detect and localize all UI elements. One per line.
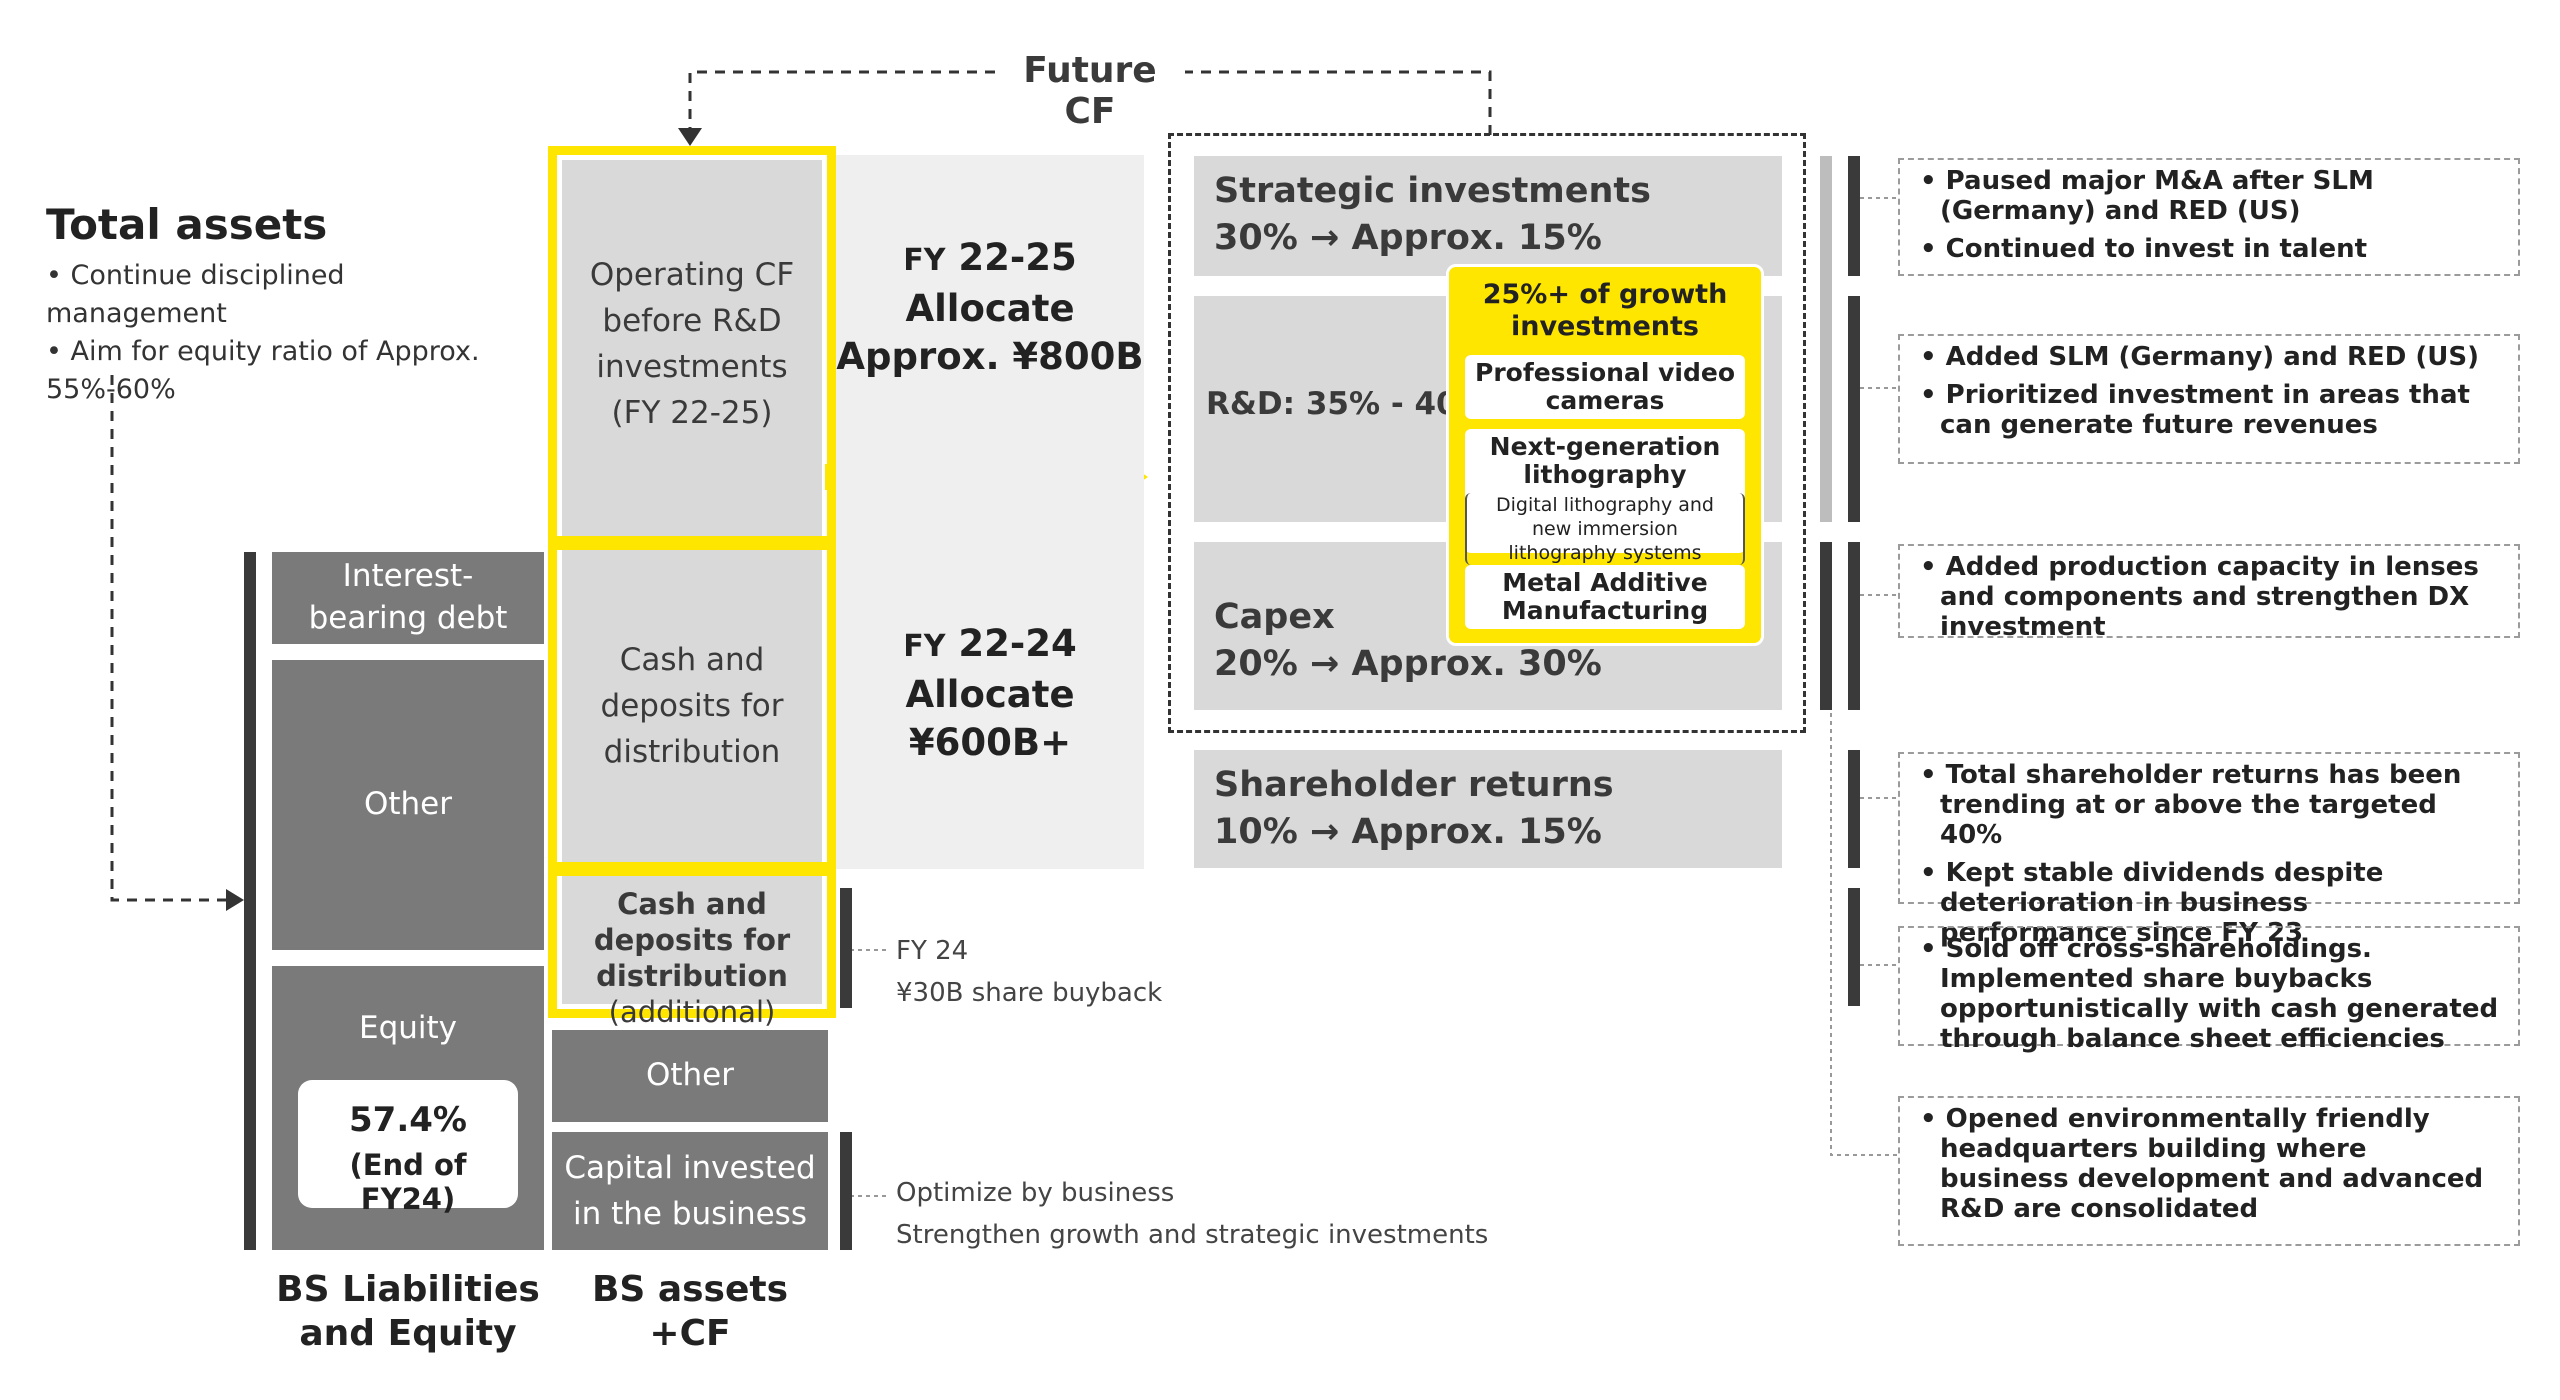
liabilities-other: Other	[272, 660, 544, 950]
note-capex: • Added production capacity in lenses an…	[1898, 544, 2520, 642]
yellow-divider	[548, 536, 836, 550]
capex-bar-2	[1848, 542, 1860, 710]
total-assets-title: Total assets	[46, 200, 328, 249]
growth-dashed-frame	[1168, 133, 1806, 733]
equity-label: Equity	[358, 1010, 458, 1046]
shareholder-bar-1	[1848, 750, 1860, 868]
rd-label: R&D: 35% - 40%	[1206, 386, 1489, 422]
total-assets-bullet: • Aim for equity ratio of Approx. 55%-60…	[46, 336, 480, 405]
note-strategic: • Paused major M&A after SLM (Germany) a…	[1898, 158, 2520, 276]
note-rd: • Added SLM (Germany) and RED (US) • Pri…	[1898, 334, 2520, 464]
growth-item-video-cameras: Professional video cameras	[1465, 355, 1745, 419]
liabilities-bar	[244, 552, 256, 1250]
total-assets-bullet: • Continue disciplined management	[46, 260, 345, 329]
bs-assets-yellow-frame	[548, 146, 836, 1018]
strategic-investments-box: Strategic investments 30% → Approx. 15%	[1194, 156, 1782, 276]
operating-cf-text: Operating CF before R&D investments	[589, 257, 795, 385]
allocation-fy-22-24: FY 22-24 Allocate ¥600B+	[903, 622, 1077, 764]
cash-additional-text: Cash and deposits for distribution	[593, 887, 791, 993]
growth-item-lithography: Next-generation lithography Digital lith…	[1465, 429, 1745, 565]
cash-additional-note: (additional)	[608, 995, 776, 1029]
cash-additional-box: Cash and deposits for distribution (addi…	[562, 876, 822, 1029]
shareholder-returns-box: Shareholder returns 10% → Approx. 15%	[1194, 750, 1782, 868]
operating-cf-box: Operating CF before R&D investments (FY …	[562, 160, 822, 536]
strategic-bar-1	[1848, 156, 1860, 276]
total-assets-block: Total assets • Continue disciplined mana…	[46, 200, 526, 409]
bs-assets-label: BS assets +CF	[591, 1269, 789, 1354]
allocation-fy-22-25: FY 22-25 Allocate Approx. ¥800B	[836, 236, 1144, 378]
capex-bar-1	[1820, 542, 1832, 710]
interest-bearing-debt: Interest-bearing debt	[272, 552, 544, 644]
bs-liabilities-label: BS Liabilities and Equity	[276, 1269, 540, 1354]
strategic-bar-2	[1848, 296, 1860, 522]
growth-item-lithography-sub: Digital lithography and new immersion li…	[1465, 493, 1745, 565]
growth-item-metal-am: Metal Additive Manufacturing	[1465, 565, 1745, 629]
equity-block: Equity 57.4% (End of FY24)	[272, 966, 544, 1250]
buyback-bar	[840, 888, 852, 1008]
cash-distribution-box: Cash and deposits for distribution	[562, 550, 822, 862]
capital-note: Optimize by business Strengthen growth a…	[896, 1178, 1489, 1250]
growth-title: 25%+ of growth investments	[1482, 279, 1728, 342]
assets-other: Other	[552, 1030, 828, 1122]
note-buyback: • Sold off cross-shareholdings. Implemen…	[1898, 926, 2520, 1054]
equity-ratio-box: 57.4% (End of FY24)	[298, 1080, 518, 1216]
capital-note-bar	[840, 1132, 852, 1250]
note-headquarters: • Opened environmentally friendly headqu…	[1898, 1096, 2520, 1246]
buyback-note: FY 24 ¥30B share buyback	[896, 936, 1163, 1008]
allocation-panel	[836, 155, 1144, 869]
shareholder-bar-2	[1848, 888, 1860, 1006]
equity-ratio-note: (End of FY24)	[349, 1148, 467, 1216]
note-shareholder: • Total shareholder returns has been tre…	[1898, 752, 2520, 948]
equity-ratio-value: 57.4%	[349, 1100, 467, 1140]
strategic-light-bar	[1820, 156, 1832, 522]
operating-cf-period: (FY 22-25)	[611, 395, 773, 431]
capital-invested-box: Capital invested in the business	[552, 1132, 828, 1250]
yellow-divider	[548, 862, 836, 876]
growth-investments-box: 25%+ of growth investments Professional …	[1446, 264, 1764, 646]
future-cf-label: Future CF	[1000, 50, 1180, 132]
